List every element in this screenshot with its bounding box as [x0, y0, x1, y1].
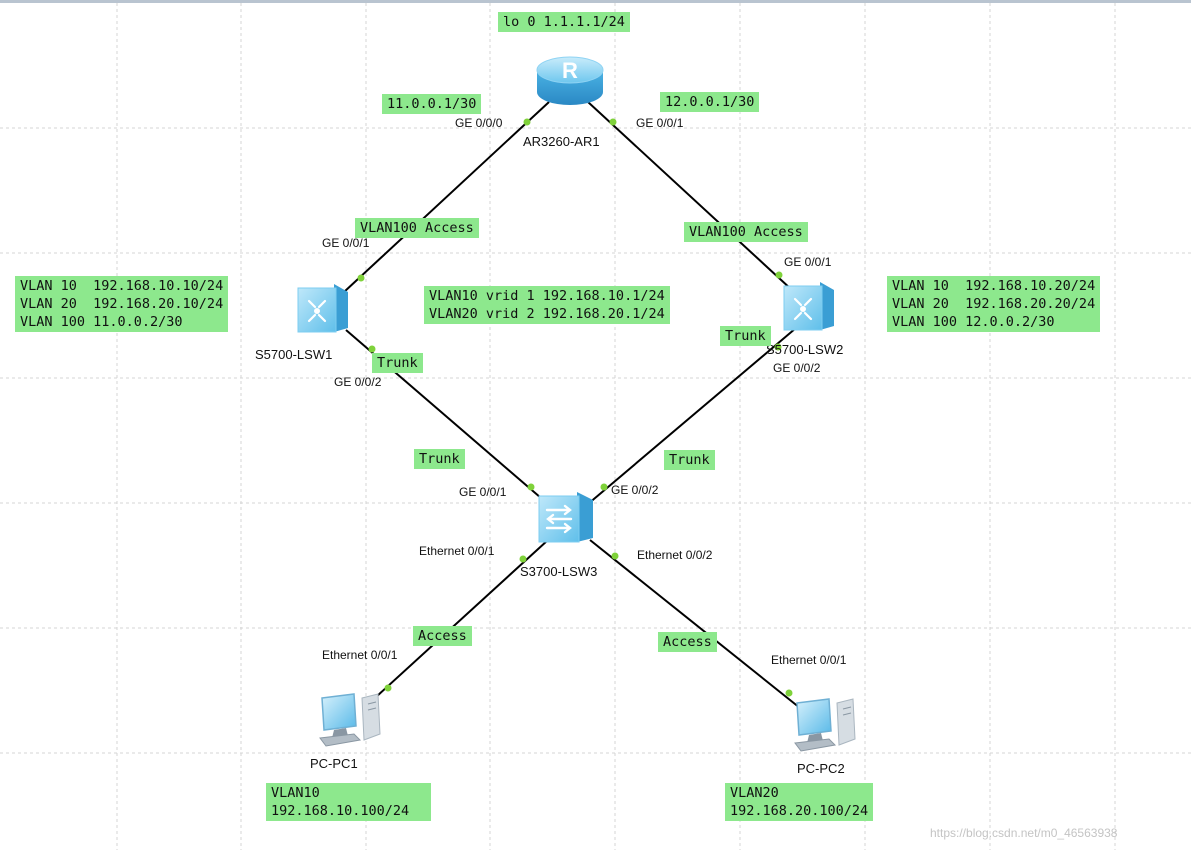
link-ar1-lsw2: [587, 101, 793, 291]
port-dot: [775, 271, 783, 279]
note-access-pc2[interactable]: Access: [658, 632, 717, 652]
lsw1-label: S5700-LSW1: [255, 347, 333, 362]
note-pc1-config[interactable]: VLAN10 192.168.10.100/24: [266, 783, 432, 821]
pc-icon[interactable]: [318, 688, 386, 750]
note-trunk-lsw2[interactable]: Trunk: [720, 326, 771, 346]
port-dot: [527, 483, 535, 491]
link-lsw3-pc1: [375, 539, 549, 698]
port-label-lsw3-e002: Ethernet 0/0/2: [637, 548, 713, 562]
note-trunk-lsw3-right[interactable]: Trunk: [664, 450, 715, 470]
note-lsw2-vlanif[interactable]: VLAN 10 192.168.10.20/24 VLAN 20 192.168…: [887, 276, 1101, 332]
note-ar1-g001-ip[interactable]: 12.0.0.1/30: [660, 92, 760, 112]
lsw2-label: S5700-LSW2: [766, 342, 844, 357]
note-vrrp[interactable]: VLAN10 vrid 1 192.168.10.1/24 VLAN20 vri…: [424, 286, 670, 324]
port-label-pc1-e001: Ethernet 0/0/1: [322, 648, 398, 662]
port-dot: [600, 483, 608, 491]
window-top-border: [0, 0, 1191, 3]
router-icon[interactable]: R: [533, 52, 607, 112]
pc1-label: PC-PC1: [310, 756, 358, 771]
watermark: https://blog.csdn.net/m0_46563938: [930, 826, 1118, 840]
access-switch-icon[interactable]: [535, 488, 597, 546]
port-dot: [609, 118, 617, 126]
svg-text:R: R: [562, 58, 578, 83]
port-dot: [774, 343, 782, 351]
port-label-ar1-g000: GE 0/0/0: [455, 116, 503, 130]
pc-icon[interactable]: [793, 693, 861, 755]
port-dot: [785, 689, 793, 697]
router-label: AR3260-AR1: [523, 134, 600, 149]
note-loopback[interactable]: lo 0 1.1.1.1/24: [498, 12, 630, 32]
port-label-lsw2-g001: GE 0/0/1: [784, 255, 832, 269]
port-label-lsw1-g001: GE 0/0/1: [322, 236, 370, 250]
port-label-ar1-g001: GE 0/0/1: [636, 116, 684, 130]
port-dot: [384, 684, 392, 692]
port-label-lsw1-g002: GE 0/0/2: [334, 375, 382, 389]
port-dot: [523, 118, 531, 126]
port-dot: [368, 345, 376, 353]
note-trunk-lsw3-left[interactable]: Trunk: [414, 449, 465, 469]
port-label-lsw2-g002: GE 0/0/2: [773, 361, 821, 375]
port-label-pc2-e001: Ethernet 0/0/1: [771, 653, 847, 667]
note-pc2-config[interactable]: VLAN20 192.168.20.100/24: [725, 783, 874, 821]
port-dot: [611, 552, 619, 560]
link-lsw3-pc2: [589, 539, 801, 709]
port-dot: [519, 555, 527, 563]
note-ar1-g000-ip[interactable]: 11.0.0.1/30: [382, 94, 482, 114]
pc2-label: PC-PC2: [797, 761, 845, 776]
port-dot: [357, 274, 365, 282]
port-label-lsw3-e001: Ethernet 0/0/1: [419, 544, 495, 558]
note-lsw2-uplink[interactable]: VLAN100 Access: [684, 222, 808, 242]
note-access-pc1[interactable]: Access: [413, 626, 472, 646]
link-ar1-lsw1: [343, 101, 550, 293]
core-switch-icon[interactable]: [782, 280, 836, 332]
port-label-lsw3-g002: GE 0/0/2: [611, 483, 659, 497]
port-label-lsw3-g001: GE 0/0/1: [459, 485, 507, 499]
link-lsw2-lsw3: [587, 327, 797, 505]
note-trunk-lsw1[interactable]: Trunk: [372, 353, 423, 373]
note-lsw1-vlanif[interactable]: VLAN 10 192.168.10.10/24 VLAN 20 192.168…: [15, 276, 229, 332]
note-lsw1-uplink[interactable]: VLAN100 Access: [355, 218, 479, 238]
lsw3-label: S3700-LSW3: [520, 564, 598, 579]
core-switch-icon[interactable]: [296, 282, 350, 334]
